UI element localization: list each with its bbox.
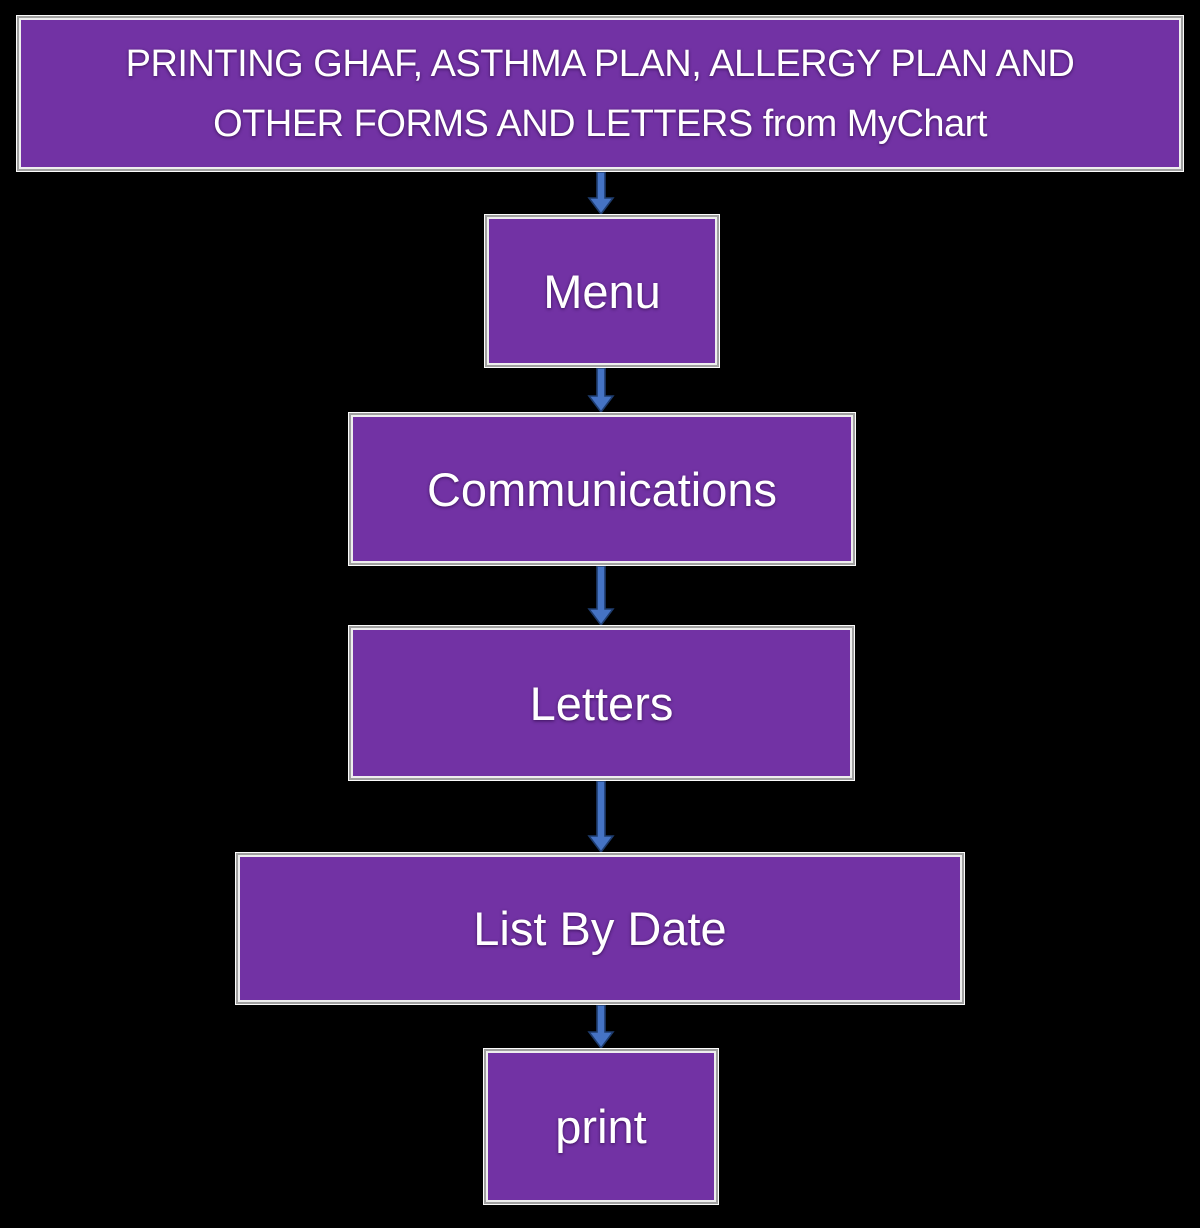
arrow-list-by-date-to-print — [587, 1005, 615, 1049]
arrow-communications-to-letters — [587, 566, 615, 626]
arrow-menu-to-communications — [587, 368, 615, 413]
node-list-by-date: List By Date — [235, 852, 965, 1005]
node-print-label: print — [555, 1100, 647, 1153]
node-letters: Letters — [348, 625, 855, 781]
node-communications-label: Communications — [426, 462, 778, 516]
node-title: PRINTING GHAF, ASTHMA PLAN, ALLERGY PLAN… — [16, 15, 1184, 172]
node-list-by-date-label: List By Date — [473, 902, 727, 955]
arrow-title-to-menu — [587, 172, 615, 215]
node-menu: Menu — [484, 214, 720, 368]
node-title-label-line-1: PRINTING GHAF, ASTHMA PLAN, ALLERGY PLAN… — [125, 42, 1075, 85]
node-print: print — [483, 1048, 719, 1205]
node-title-label-line-2: OTHER FORMS AND LETTERS from MyChart — [213, 102, 987, 145]
node-communications: Communications — [348, 412, 856, 566]
arrow-letters-to-list-by-date — [587, 781, 615, 853]
node-menu-label: Menu — [543, 264, 661, 318]
node-letters-label: Letters — [529, 676, 674, 730]
